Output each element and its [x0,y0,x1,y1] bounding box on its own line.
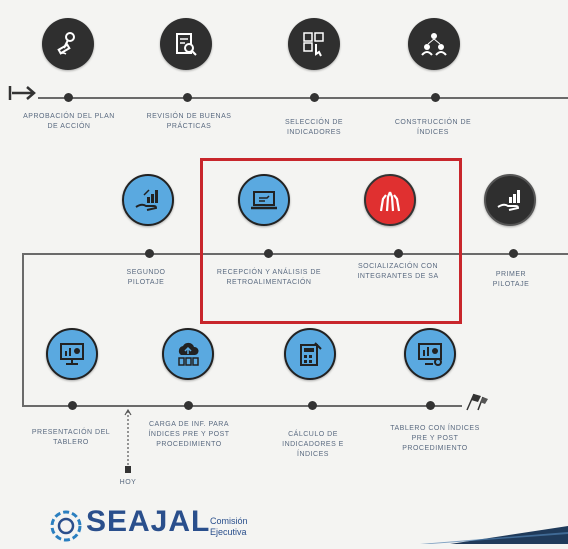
step-label-calculo: CÁLCULO DE INDICADORES E ÍNDICES [282,431,344,458]
timeline-dot [145,249,154,258]
timeline-row1 [38,97,568,99]
touch-select-icon [288,18,340,70]
document-search-icon [160,18,212,70]
step-label-recepcion: RECEPCIÓN Y ANÁLISIS DE RETROALIMENTACIÓ… [216,269,322,286]
finish-flag-icon [464,392,490,412]
laptop-feedback-icon [238,174,290,226]
timeline-dot [184,401,193,410]
monitor-chart-icon [46,328,98,380]
growth-hand-icon [122,174,174,226]
hands-team-icon [364,174,416,226]
timeline-dot [183,93,192,102]
timeline-row2 [22,253,568,255]
cloud-upload-icon [162,328,214,380]
brand-sub-line2: Ejecutiva [210,527,247,537]
step-label-construccion: CONSTRUCCIÓN DE ÍNDICES [394,119,472,136]
step-label-presentacion: PRESENTACIÓN DEL TABLERO [31,429,111,446]
start-arrow-icon [8,84,38,102]
timeline-row3 [22,405,462,407]
timeline-dot [426,401,435,410]
stamp-icon [42,18,94,70]
step-label-tablero: TABLERO CON ÍNDICES PRE Y POST PROCEDIMI… [390,425,480,452]
timeline-dot [64,93,73,102]
timeline-dot [509,249,518,258]
timeline-connector-left [22,253,24,406]
step-label-segundo-pilotaje: SEGUNDO PILOTAJE [126,269,166,286]
step-label-carga: CARGA DE INF. PARA ÍNDICES PRE Y POST PR… [148,421,230,448]
team-network-icon [408,18,460,70]
brand-name: SEAJAL [86,505,211,538]
step-label-socializacion: SOCIALIZACIÓN CON INTEGRANTES DE SA [357,263,439,280]
brand-sub-line1: Comisión [210,516,248,526]
step-label-aprobacion: APROBACIÓN DEL PLAN DE ACCIÓN [23,113,115,130]
growth-hand-icon [484,174,536,226]
calculator-icon [284,328,336,380]
timeline-dot [308,401,317,410]
timeline-dot [310,93,319,102]
step-label-primer-pilotaje: PRIMER PILOTAJE [492,271,530,288]
step-label-revision: REVISIÓN DE BUENAS PRÁCTICAS [146,113,232,130]
monitor-settings-icon [404,328,456,380]
timeline-dot [68,401,77,410]
timeline-dot [431,93,440,102]
highlight-box [200,158,462,324]
timeline-dot [394,249,403,258]
logo-icon [48,508,84,544]
current-position-marker [124,408,132,474]
step-label-seleccion: SELECCIÓN DE INDICADORES [284,119,344,136]
corner-ribbon [420,520,568,544]
timeline-dot [264,249,273,258]
marker-label: HOY [119,479,137,486]
